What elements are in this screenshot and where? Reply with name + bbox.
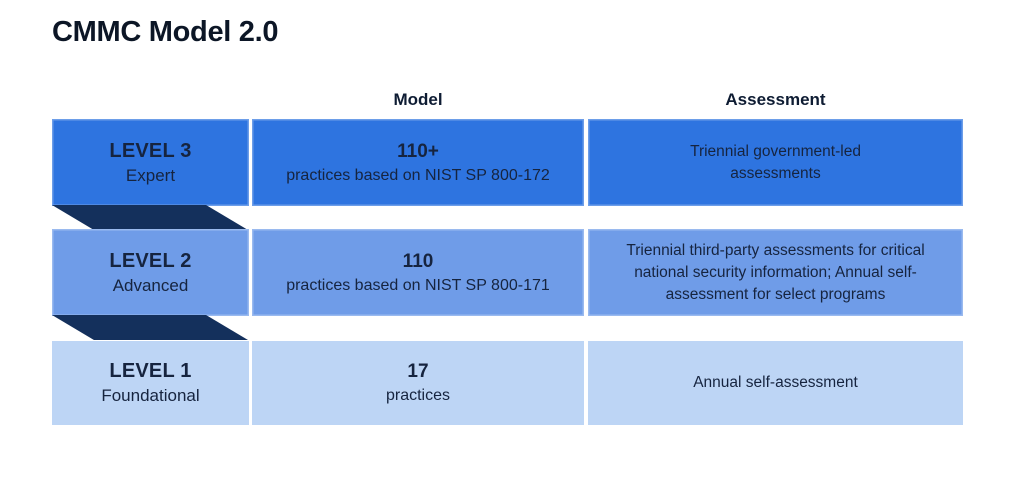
level-1-practice-desc: practices bbox=[385, 387, 451, 404]
level-1-practice-count: 17 bbox=[407, 361, 429, 382]
level-2-model-cell: 110 practices based on NIST SP 800-171 bbox=[252, 229, 584, 316]
level-2-assessment-cell: Triennial third-party assessments for cr… bbox=[588, 229, 963, 316]
level-1-assessment-cell: Annual self-assessment bbox=[588, 341, 963, 425]
level-3-assessment-text: Triennial government-led assessments bbox=[690, 142, 861, 182]
level-2-tier: Advanced bbox=[112, 275, 189, 295]
page-title: CMMC Model 2.0 bbox=[52, 16, 279, 48]
level-3-practice-count: 110+ bbox=[397, 140, 439, 162]
level-3-label: LEVEL 3 bbox=[109, 139, 192, 162]
level-1-assessment-text: Annual self-assessment bbox=[693, 374, 858, 391]
ribbon-fold-bottom bbox=[52, 315, 248, 340]
column-header-model: Model bbox=[393, 90, 443, 109]
level-2-practice-desc: practices based on NIST SP 800-171 bbox=[286, 276, 550, 294]
level-2-assessment-text: Triennial third-party assessments for cr… bbox=[626, 241, 925, 303]
level-1-tier: Foundational bbox=[101, 386, 200, 405]
column-header-assessment: Assessment bbox=[725, 90, 826, 109]
level-3-practice-desc: practices based on NIST SP 800-172 bbox=[286, 166, 550, 184]
level-2-cell: LEVEL 2 Advanced bbox=[52, 229, 249, 316]
level-1-model-cell: 17 practices bbox=[252, 341, 584, 425]
level-2-label: LEVEL 2 bbox=[109, 249, 192, 272]
level-3-cell: LEVEL 3 Expert bbox=[52, 119, 249, 206]
level-1-label: LEVEL 1 bbox=[109, 360, 192, 382]
level-2-practice-count: 110 bbox=[402, 250, 434, 272]
ribbon-fold-top bbox=[52, 205, 248, 230]
level-3-tier: Expert bbox=[125, 165, 176, 185]
level-3-assessment-cell: Triennial government-led assessments bbox=[588, 119, 963, 206]
level-1-cell: LEVEL 1 Foundational bbox=[52, 341, 249, 425]
level-3-model-cell: 110+ practices based on NIST SP 800-172 bbox=[252, 119, 584, 206]
